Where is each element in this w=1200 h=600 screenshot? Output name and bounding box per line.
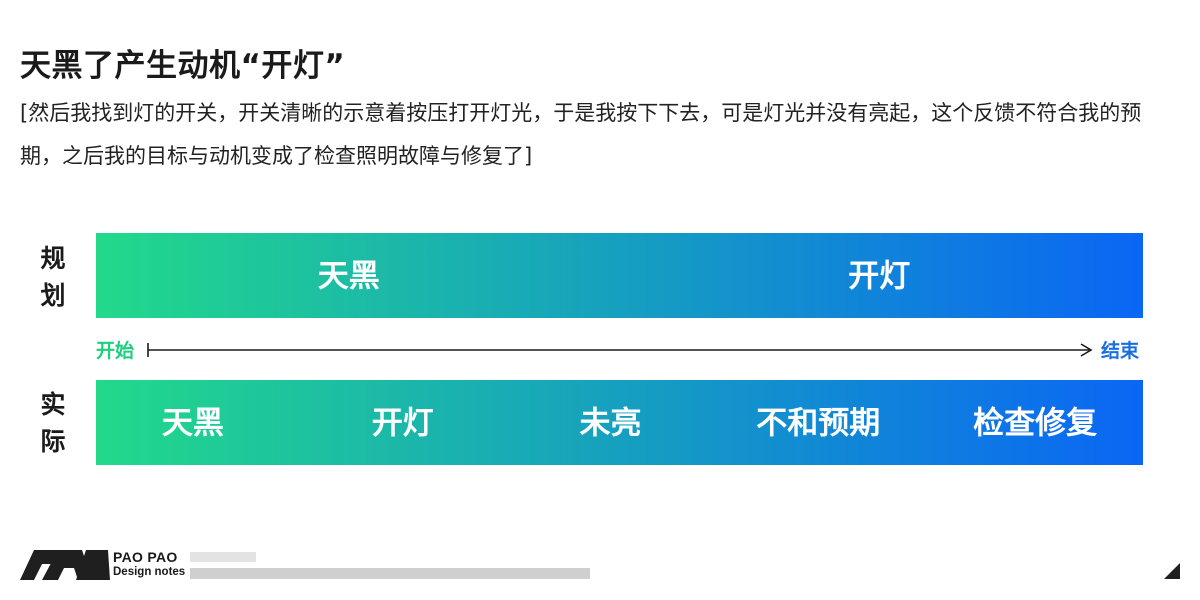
- paopao-logo: [20, 548, 110, 584]
- actual-label-char-2: 际: [40, 427, 66, 456]
- corner-triangle-icon: [1164, 563, 1180, 579]
- actual-step-5-shape: [905, 380, 1143, 465]
- actual-step-1-label: 天黑: [162, 406, 224, 442]
- paopao-logo-mark: [20, 550, 110, 580]
- timeline-arrow: 开始 结束: [96, 339, 1140, 362]
- timeline-end-label: 结束: [1101, 339, 1140, 362]
- plan-step-1-shape: [96, 233, 624, 318]
- actual-step-4-label: 不和预期: [756, 406, 880, 442]
- actual-step-2-shape: [281, 380, 520, 465]
- footer-brand-tagline: Design notes: [113, 566, 186, 578]
- description-text: [然后我找到灯的开关，开关清晰的示意着按压打开灯光，于是我按下下去，可是灯光并没…: [20, 101, 1142, 168]
- actual-row-label: 实 际: [36, 386, 70, 460]
- footer-brand-name: PAO PAO: [113, 549, 178, 565]
- actual-step-4-shape: [697, 380, 936, 465]
- actual-step-2-label: 开灯: [372, 406, 434, 442]
- timeline-start-label: 开始: [96, 339, 134, 362]
- actual-flow-row: 天黑 开灯 未亮 不和预期 检查修复: [96, 380, 1143, 465]
- timeline-arrowhead: [1080, 343, 1093, 357]
- footer-brand: PAO PAO Design notes: [113, 549, 185, 579]
- footer-placeholder-bar-long: [190, 568, 590, 579]
- actual-label-char-1: 实: [40, 390, 66, 419]
- plan-label-char-1: 规: [40, 244, 66, 273]
- page-title: 天黑了产生动机“开灯”: [20, 48, 346, 84]
- footer-placeholder-bar-short: [190, 552, 256, 562]
- plan-row-label: 规 划: [36, 240, 70, 314]
- plan-flow-row: 天黑 开灯: [96, 233, 1143, 318]
- actual-step-5-label: 检查修复: [973, 406, 1097, 442]
- plan-label-char-2: 划: [40, 281, 66, 310]
- actual-step-3-shape: [489, 380, 728, 465]
- actual-step-1-shape: [96, 380, 312, 465]
- actual-step-3-label: 未亮: [580, 406, 642, 442]
- plan-step-1-label: 天黑: [318, 259, 380, 295]
- plan-step-2-shape: [593, 233, 1143, 318]
- plan-step-2-label: 开灯: [848, 259, 910, 295]
